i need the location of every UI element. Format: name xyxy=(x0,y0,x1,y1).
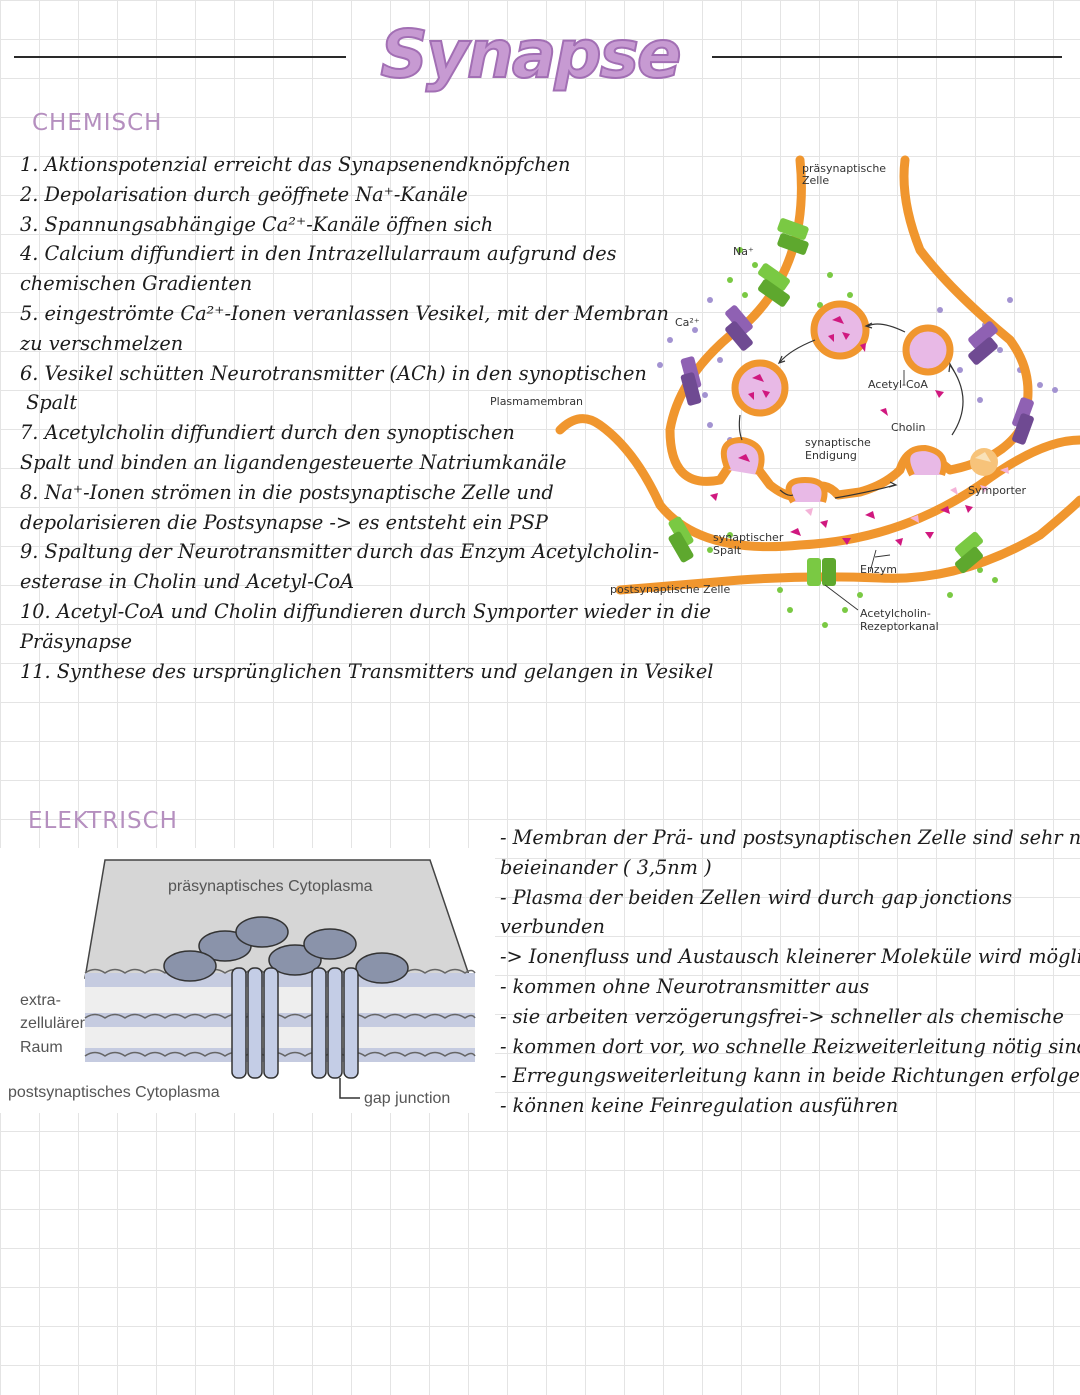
label-extracellular-2: zellulärer xyxy=(20,1015,86,1032)
label-na: Na⁺ xyxy=(733,245,754,258)
label-plasma-membrane: Plasmamembran xyxy=(490,395,583,408)
step-line: Spalt xyxy=(20,391,78,415)
gap-junction-pointer xyxy=(339,1078,360,1099)
page-title: Synapse xyxy=(379,15,682,94)
bullet-line: verbunden xyxy=(500,915,605,939)
label-synaptic-cleft-2: Spalt xyxy=(713,544,742,557)
receptor-channels xyxy=(668,516,983,586)
gap-junction-diagram: präsynaptisches Cytoplasma extra- zellul… xyxy=(0,848,495,1113)
chemical-synapse-diagram: präsynaptische Zelle Na⁺ Ca²⁺ Plasmamemb… xyxy=(490,155,1080,633)
chemical-heading: CHEMISCH xyxy=(32,110,163,136)
step-line: 6. Vesikel schütten Neurotransmitter (AC… xyxy=(20,361,647,385)
step-line: 10. Acetyl-CoA und Cholin diffundieren d… xyxy=(20,599,711,623)
electrical-heading: ELEKTRISCH xyxy=(28,808,178,834)
bullet-line: - sie arbeiten verzögerungsfrei-> schnel… xyxy=(500,1004,1064,1028)
cycle-arrows xyxy=(738,322,964,499)
vesicles xyxy=(720,300,954,504)
step-line: 1. Aktionspotenzial erreicht das Synapse… xyxy=(20,153,571,176)
bullet-line: beieinander ( 3,5nm ) xyxy=(500,855,712,879)
step-line: Präsynapse xyxy=(20,629,133,653)
step-line: 3. Spannungsabhängige Ca²⁺-Kanäle öffnen… xyxy=(20,212,494,236)
bullet-line: - können keine Feinregulation ausführen xyxy=(500,1094,899,1118)
ca-channels xyxy=(680,305,1034,445)
step-line: 5. eingeströmte Ca²⁺-Ionen veranlassen V… xyxy=(20,301,669,325)
label-synaptic-ending-2: Endigung xyxy=(805,449,857,462)
step-line: 4. Calcium diffundiert in den Intrazellu… xyxy=(20,242,617,266)
gap-junction-channels xyxy=(231,967,359,1079)
connexons xyxy=(163,916,409,984)
na-channels xyxy=(758,218,809,307)
bullet-line: - Membran der Prä- und postsynaptischen … xyxy=(500,826,1080,849)
label-ca: Ca²⁺ xyxy=(675,316,700,329)
label-extracellular-3: Raum xyxy=(20,1039,63,1056)
label-postsynaptic-cytoplasm: postsynaptisches Cytoplasma xyxy=(8,1084,220,1101)
label-receptor-2: Rezeptorkanal xyxy=(860,620,939,633)
symporter xyxy=(970,448,998,476)
chemical-steps: 1. Aktionspotenzial erreicht das Synapse… xyxy=(20,150,714,686)
step-line: 11. Synthese des ursprünglichen Transmit… xyxy=(20,659,714,683)
bullet-line: - Plasma der beiden Zellen wird durch ga… xyxy=(500,885,1013,909)
step-line: esterase in Cholin und Acetyl-CoA xyxy=(20,570,355,594)
step-line: 9. Spaltung der Neurotransmitter durch d… xyxy=(20,540,660,564)
bullet-line: - kommen ohne Neurotransmitter aus xyxy=(500,974,870,998)
step-line: Spalt und binden an ligandengesteuerte N… xyxy=(20,450,567,474)
step-line: 2. Depolarisation durch geöffnete Na⁺-Ka… xyxy=(20,182,468,206)
label-symporter: Symporter xyxy=(968,484,1027,497)
title-rule-right xyxy=(712,56,1062,58)
label-enzyme: Enzym xyxy=(860,563,897,576)
step-line: depolarisieren die Postsynapse -> es ent… xyxy=(20,510,548,534)
label-presynaptic-cytoplasm: präsynaptisches Cytoplasma xyxy=(168,878,373,895)
label-pointers xyxy=(824,370,905,611)
step-line: zu verschmelzen xyxy=(20,331,184,355)
label-cholin: Cholin xyxy=(891,421,925,434)
label-synaptic-cleft: synaptischer xyxy=(713,531,784,544)
bullet-line: - kommen dort vor, wo schnelle Reizweite… xyxy=(500,1034,1080,1058)
presynaptic-membrane xyxy=(555,414,1080,552)
label-receptor: Acetylcholin- xyxy=(860,607,931,620)
electrical-bullets: - Membran der Prä- und postsynaptischen … xyxy=(500,823,1080,1121)
label-postsynaptic-cell: postsynaptische Zelle xyxy=(610,583,730,596)
label-presynaptic-cell: präsynaptische xyxy=(802,162,886,175)
step-line: 7. Acetylcholin diffundiert durch den sy… xyxy=(20,421,515,445)
label-gap-junction: gap junction xyxy=(364,1090,450,1107)
label-synaptic-ending: synaptische xyxy=(805,436,871,449)
label-presynaptic-cell-2: Zelle xyxy=(802,174,829,187)
transmitter-molecules xyxy=(710,343,973,546)
step-line: 8. Na⁺-Ionen strömen in die postsynaptis… xyxy=(20,480,554,504)
label-acetyl-coa: Acetyl-CoA xyxy=(868,378,928,391)
bullet-line: -> Ionenfluss und Austausch kleinerer Mo… xyxy=(500,945,1080,969)
label-extracellular: extra- xyxy=(20,992,61,1009)
enzyme-molecules xyxy=(805,467,1009,523)
step-line: chemischen Gradienten xyxy=(20,272,253,296)
postsynaptic-membrane xyxy=(615,495,1080,595)
title-rule-left xyxy=(14,56,346,58)
bullet-line: - Erregungsweiterleitung kann in beide R… xyxy=(500,1064,1080,1088)
